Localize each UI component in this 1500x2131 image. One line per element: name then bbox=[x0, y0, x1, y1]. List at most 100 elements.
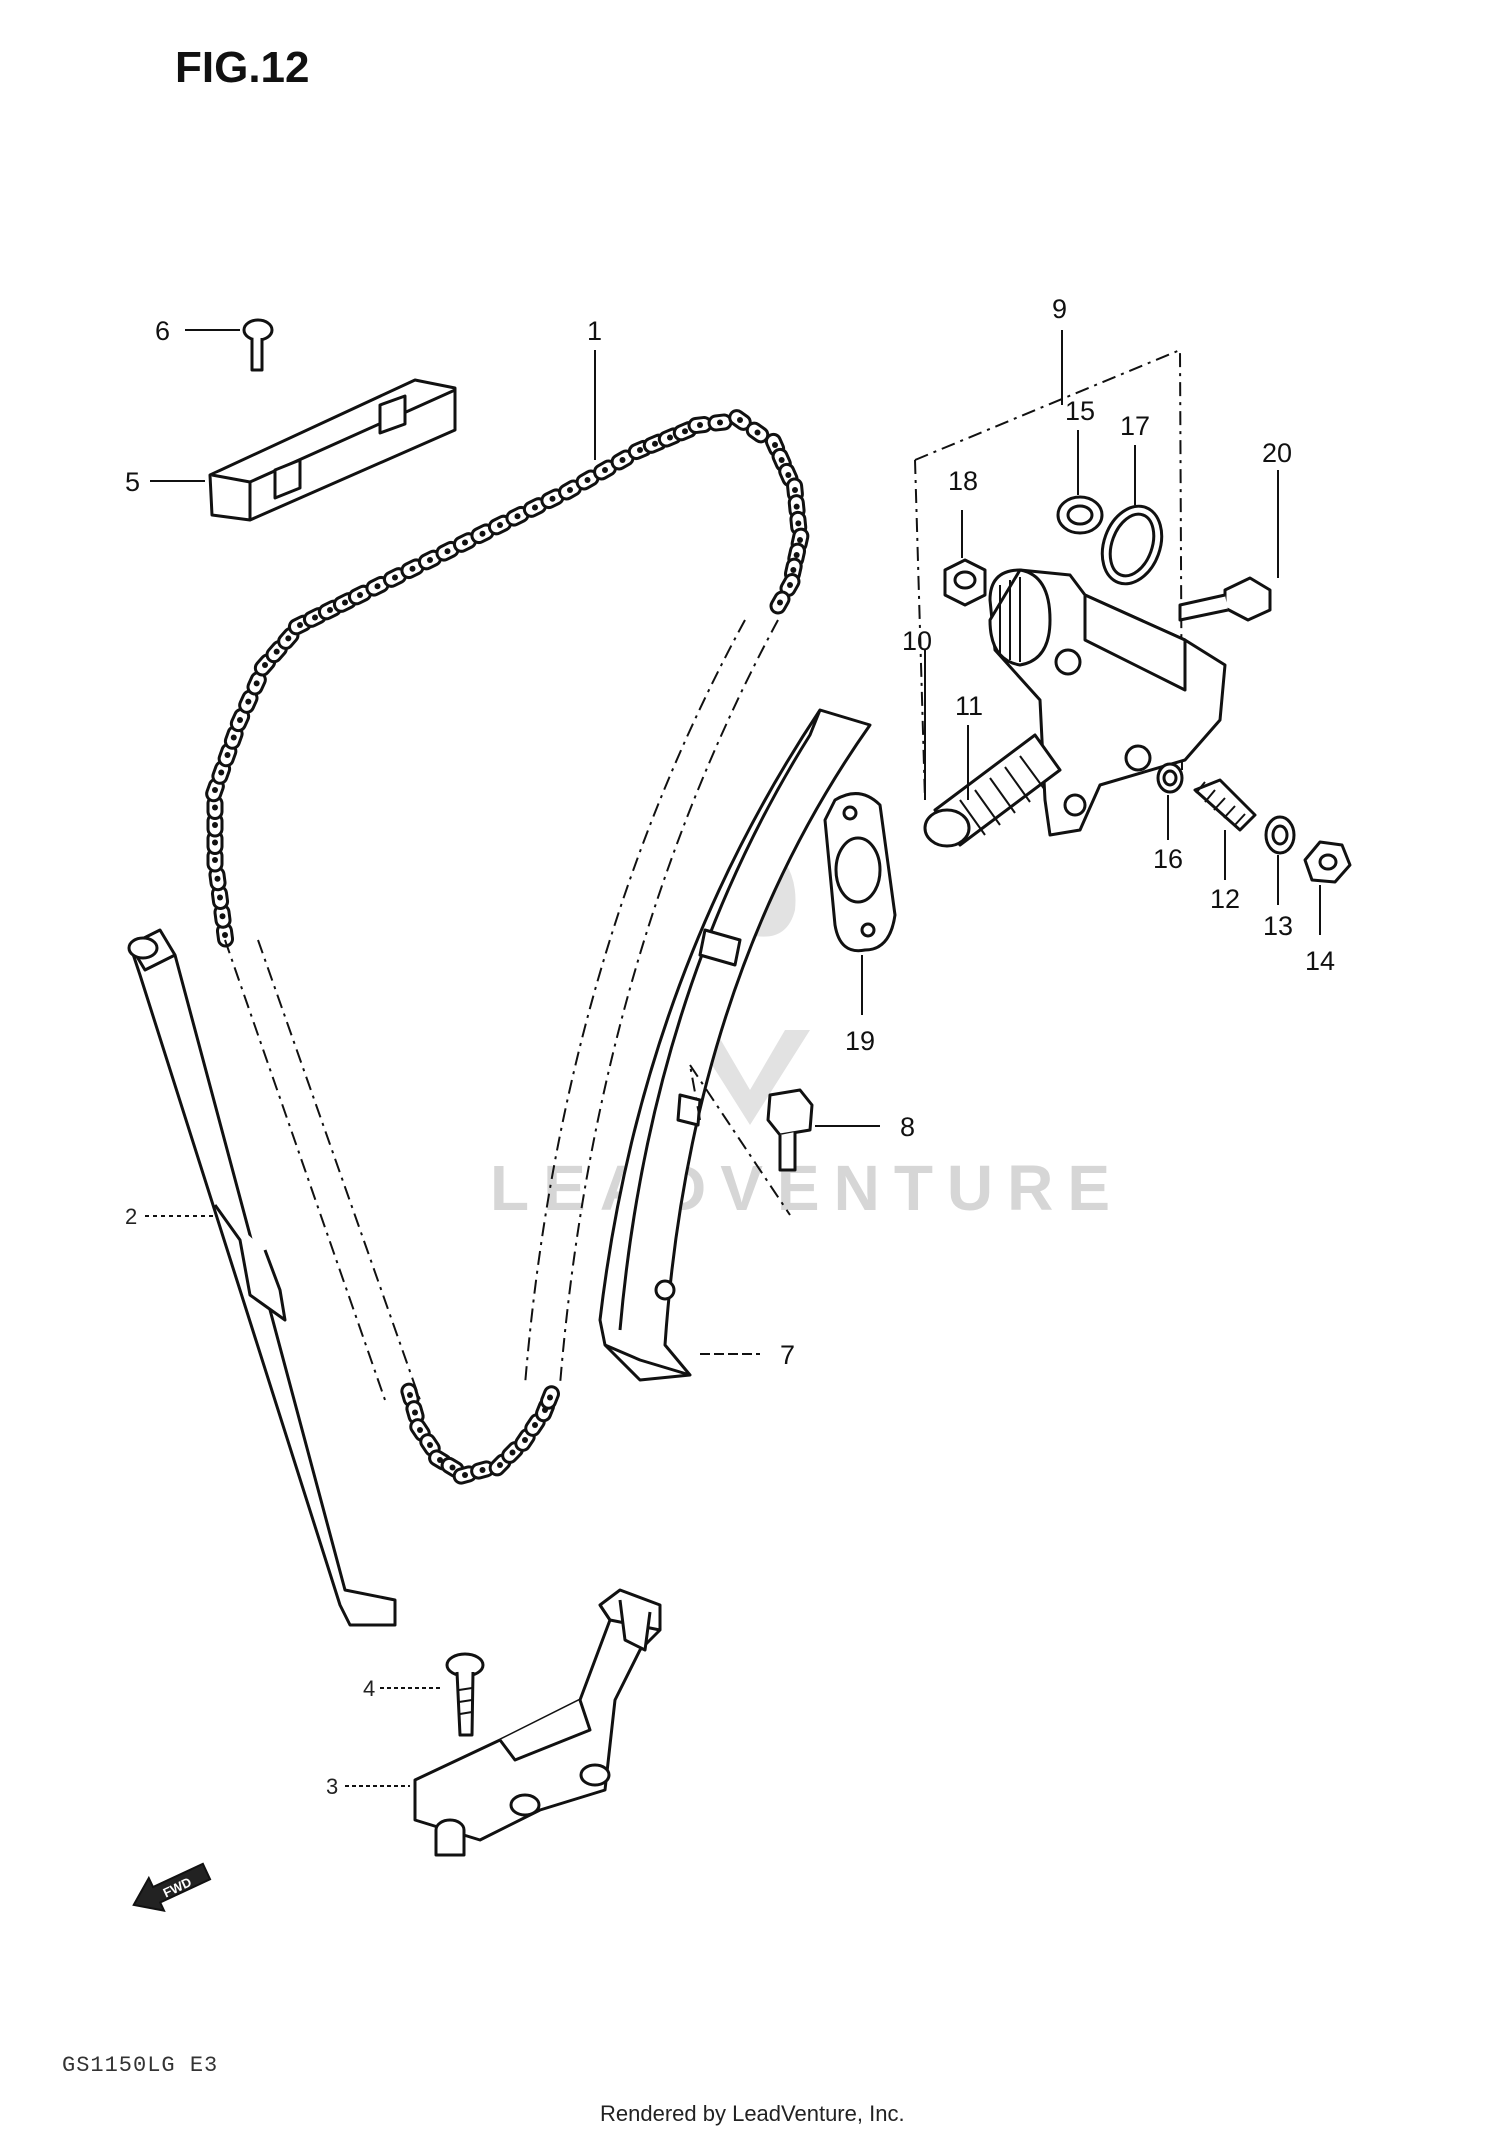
figure-title: FIG.12 bbox=[175, 43, 310, 92]
part-17-o-ring bbox=[1100, 504, 1164, 586]
chain-pin bbox=[212, 822, 218, 828]
chain-pin bbox=[217, 894, 223, 901]
chain-pin bbox=[297, 622, 303, 628]
callout-5: 5 bbox=[125, 467, 140, 497]
chain-pin bbox=[357, 592, 363, 598]
chain-pin bbox=[273, 648, 280, 655]
chain-pin bbox=[792, 487, 798, 493]
chain-pin bbox=[262, 662, 268, 668]
chain-pin bbox=[785, 472, 792, 478]
chain-pin bbox=[222, 932, 228, 938]
chain-pin bbox=[218, 769, 225, 776]
callout-14: 14 bbox=[1305, 946, 1335, 976]
callout-7: 7 bbox=[780, 1340, 795, 1370]
watermark-v-icon bbox=[690, 1030, 810, 1125]
callout-4: 4 bbox=[363, 1676, 375, 1701]
chain-pin bbox=[509, 1449, 516, 1456]
part-18-nut bbox=[943, 558, 987, 607]
chain-pin bbox=[212, 839, 218, 846]
chain-pin bbox=[392, 574, 398, 581]
chain-pin bbox=[479, 530, 486, 537]
chain-pin bbox=[532, 504, 538, 511]
chain-pin bbox=[230, 734, 237, 741]
chain-pin bbox=[342, 599, 348, 606]
callout-12: 12 bbox=[1210, 884, 1240, 914]
part-3-lower-chain-guide bbox=[413, 1588, 662, 1857]
chain-pin bbox=[212, 857, 218, 863]
callout-9: 9 bbox=[1052, 294, 1067, 324]
chain-pin bbox=[619, 457, 626, 463]
fwd-label: FWD bbox=[161, 1874, 194, 1900]
chain-pin bbox=[667, 434, 673, 441]
chain-pin bbox=[417, 1427, 423, 1433]
callout-20: 20 bbox=[1262, 438, 1292, 468]
chain-pin bbox=[462, 539, 468, 546]
part-13-washer bbox=[1264, 815, 1296, 855]
chain-pin bbox=[697, 422, 703, 428]
part-14-nut bbox=[1303, 840, 1352, 884]
chain-pin bbox=[547, 1394, 553, 1401]
part-6-bolt bbox=[242, 318, 274, 372]
part-19-gasket bbox=[823, 792, 897, 953]
chain-pin bbox=[412, 1409, 418, 1416]
chain-pin bbox=[219, 913, 226, 920]
callout-13: 13 bbox=[1263, 911, 1293, 941]
callout-15: 15 bbox=[1065, 396, 1095, 426]
callout-11: 11 bbox=[955, 691, 983, 721]
chain-pin bbox=[285, 635, 292, 642]
chain-pin bbox=[790, 567, 797, 573]
chain-pin bbox=[444, 548, 451, 555]
part-11-tensioner-pushrod bbox=[923, 733, 1062, 848]
chain-pin bbox=[212, 787, 218, 793]
chain-pin bbox=[214, 875, 221, 882]
chain-pin bbox=[212, 804, 218, 811]
model-code: GS1150LG E3 bbox=[62, 2053, 218, 2078]
chain-pin bbox=[374, 583, 381, 590]
chain-pin bbox=[637, 447, 643, 453]
chain-pin bbox=[532, 1422, 538, 1428]
callout-1: 1 bbox=[587, 316, 602, 346]
chain-pin bbox=[449, 1464, 456, 1471]
chain-pin bbox=[717, 419, 723, 426]
chain-pin bbox=[778, 457, 785, 463]
chain-pin bbox=[253, 680, 260, 687]
chain-pin bbox=[437, 1457, 443, 1463]
part-5-top-chain-guide bbox=[208, 378, 457, 522]
chain-pin bbox=[237, 717, 243, 723]
part-8-bolt bbox=[689, 1064, 814, 1216]
watermark: LEADVENTURE bbox=[490, 835, 1124, 1224]
part-12-adjuster-screw bbox=[1193, 778, 1257, 832]
chain-pin bbox=[409, 565, 416, 572]
chain-pin bbox=[682, 428, 688, 435]
chain-pin bbox=[602, 467, 608, 473]
part-16-washer bbox=[1156, 762, 1184, 794]
callout-17: 17 bbox=[1120, 411, 1150, 441]
chain-pin bbox=[327, 607, 333, 613]
chain-pin bbox=[797, 537, 803, 543]
chain-pin bbox=[462, 1472, 468, 1478]
chain-pin bbox=[514, 513, 521, 520]
chain-pin bbox=[312, 614, 318, 621]
chain-pin bbox=[497, 522, 503, 528]
part-7-front-chain-guide bbox=[598, 708, 872, 1382]
chain-pin bbox=[737, 417, 743, 423]
chain-pin bbox=[795, 520, 802, 527]
callout-3: 3 bbox=[326, 1774, 338, 1799]
chain-pin bbox=[584, 477, 591, 483]
chain-pin bbox=[224, 752, 231, 758]
chain-pin bbox=[427, 557, 433, 563]
watermark-text: LEADVENTURE bbox=[490, 1152, 1124, 1224]
chain-pin bbox=[793, 503, 800, 510]
part-15-cap bbox=[1056, 495, 1104, 535]
chain-pin bbox=[479, 1467, 486, 1473]
part-4-bolt bbox=[445, 1652, 485, 1737]
chain-pin bbox=[245, 698, 252, 705]
fwd-arrow-icon: FWD bbox=[132, 1862, 212, 1912]
chain-pin bbox=[567, 487, 573, 493]
chain-pin bbox=[787, 582, 793, 588]
footer-credit: Rendered by LeadVenture, Inc. bbox=[600, 2101, 905, 2126]
callout-16: 16 bbox=[1153, 844, 1183, 874]
chain-pin bbox=[777, 599, 783, 606]
chain-pin bbox=[652, 440, 658, 447]
chain-phantom-lines bbox=[224, 619, 779, 1401]
